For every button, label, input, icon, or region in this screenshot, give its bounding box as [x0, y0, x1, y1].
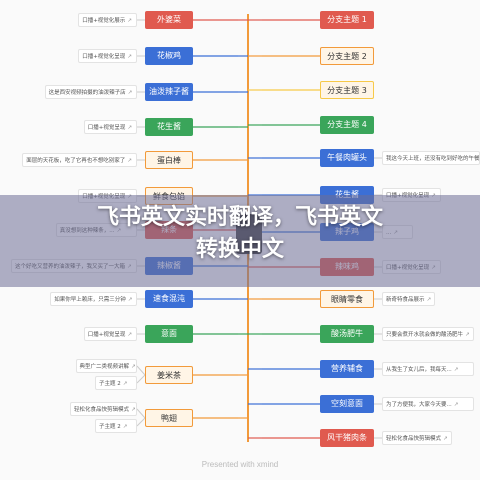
link-icon[interactable]: ↗	[131, 364, 136, 370]
note-text: 从我生了女儿后，我每天...	[386, 367, 452, 373]
note-card[interactable]: 子主题 2↗	[95, 419, 137, 433]
link-icon[interactable]: ↗	[127, 297, 133, 303]
footer-credit: Presented with xmind	[201, 460, 279, 469]
banner-title-line-2: 转换中文	[195, 237, 284, 262]
topic-node[interactable]: 眼睛零食	[320, 290, 374, 308]
topic-node[interactable]: 分支主题 1	[320, 11, 374, 29]
note-text: 面层的天花板，吃了它再也不想吃别家了	[26, 158, 126, 164]
link-icon[interactable]: ↗	[127, 54, 132, 60]
note-card[interactable]: 从我生了女儿后，我每天...↗	[382, 362, 475, 376]
connector-line	[136, 365, 146, 376]
note-text: 子主题 2	[99, 424, 121, 430]
connector-line	[136, 374, 146, 384]
note-text: 子主题 2	[99, 381, 121, 387]
note-text: 口播+视觉呈现	[87, 332, 126, 338]
note-card[interactable]: 面层的天花板，吃了它再也不想吃别家了↗	[22, 153, 137, 167]
topic-node[interactable]: 花椒鸡	[145, 47, 193, 65]
link-icon[interactable]: ↗	[122, 381, 128, 387]
link-icon[interactable]: ↗	[127, 125, 133, 131]
topic-node[interactable]: 蛋白棒	[145, 151, 193, 169]
note-text: 轻松化食品快剪辑模式	[386, 436, 442, 442]
note-text: 为了方便我，大家今天要...	[386, 402, 452, 408]
link-icon[interactable]: ↗	[426, 297, 432, 303]
link-icon[interactable]: ↗	[127, 18, 132, 24]
topic-node[interactable]: 外婆菜	[145, 11, 193, 29]
note-text: 只要会煮开水就会做的酸汤肥牛	[386, 332, 464, 338]
note-card[interactable]: 新奇特食品展示↗	[382, 292, 436, 306]
topic-node[interactable]: 空刻意面	[320, 395, 374, 413]
note-text: 口播+视觉呈现	[87, 125, 126, 131]
link-icon[interactable]: ↗	[127, 332, 133, 338]
note-text: 轻松化食品快剪辑模式	[74, 407, 130, 413]
note-text: 如果你早上赖床，只需三分钟	[54, 297, 126, 303]
link-icon[interactable]: ↗	[127, 158, 132, 164]
note-card[interactable]: 口播+视觉呈现↗	[83, 120, 137, 134]
topic-node[interactable]: 午餐肉罐头	[320, 149, 374, 167]
note-text: 口播+视觉化呈现	[82, 54, 126, 60]
note-card[interactable]: 口播+视觉化呈现↗	[78, 49, 137, 63]
topic-node[interactable]: 分支主题 3	[320, 81, 374, 99]
connector-line	[136, 408, 146, 419]
link-icon[interactable]: ↗	[465, 332, 470, 338]
note-card[interactable]: 口播+视觉呈现↗	[83, 327, 137, 341]
topic-node[interactable]: 营养辅食	[320, 360, 374, 378]
connector-line	[136, 417, 146, 427]
note-text: 典型广二类视频讲解	[79, 364, 130, 370]
note-card[interactable]: 轻松化食品快剪辑模式↗	[382, 431, 452, 445]
banner-title: 飞书英文实时翻译，飞书英文 转换中文	[30, 202, 450, 266]
note-text: 我这今天上班，还没有吃到好吃的午餐...	[386, 156, 480, 162]
link-icon[interactable]: ↗	[453, 367, 459, 373]
link-icon[interactable]: ↗	[453, 402, 459, 408]
note-card[interactable]: 只要会煮开水就会做的酸汤肥牛↗	[382, 327, 475, 341]
note-card[interactable]: 口播+视觉化展示↗	[78, 13, 137, 27]
topic-node[interactable]: 油泼辣子酱	[145, 83, 193, 101]
topic-node[interactable]: 花生酱	[145, 118, 193, 136]
topic-node[interactable]: 意面	[145, 325, 193, 343]
topic-node[interactable]: 风干猪肉条	[320, 429, 374, 447]
topic-node[interactable]: 速食混沌	[145, 290, 193, 308]
link-icon[interactable]: ↗	[127, 90, 133, 96]
link-icon[interactable]: ↗	[443, 436, 448, 442]
note-text: 这是西安视频拍摄的油泼辣子店	[48, 90, 126, 96]
note-card[interactable]: 这是西安视频拍摄的油泼辣子店↗	[44, 85, 137, 99]
note-card[interactable]: 典型广二类视频讲解↗	[75, 359, 137, 373]
note-card[interactable]: 我这今天上班，还没有吃到好吃的午餐...↗	[382, 151, 480, 165]
note-card[interactable]: 为了方便我，大家今天要...↗	[382, 397, 475, 411]
note-card[interactable]: 子主题 2↗	[95, 376, 137, 390]
title-banner	[0, 195, 480, 287]
link-icon[interactable]: ↗	[122, 424, 128, 430]
note-card[interactable]: 轻松化食品快剪辑模式↗	[70, 402, 137, 416]
topic-node[interactable]: 姜米茶	[145, 366, 193, 384]
topic-node[interactable]: 鸭翅	[145, 409, 193, 427]
topic-node[interactable]: 分支主题 2	[320, 47, 374, 65]
note-text: 新奇特食品展示	[386, 297, 425, 303]
note-text: 口播+视觉化展示	[82, 18, 126, 24]
note-card[interactable]: 如果你早上赖床，只需三分钟↗	[50, 292, 137, 306]
topic-node[interactable]: 分支主题 4	[320, 116, 374, 134]
banner-title-line-1: 飞书英文实时翻译，飞书英文	[96, 205, 383, 230]
topic-node[interactable]: 酸汤肥牛	[320, 325, 374, 343]
link-icon[interactable]: ↗	[131, 407, 136, 413]
